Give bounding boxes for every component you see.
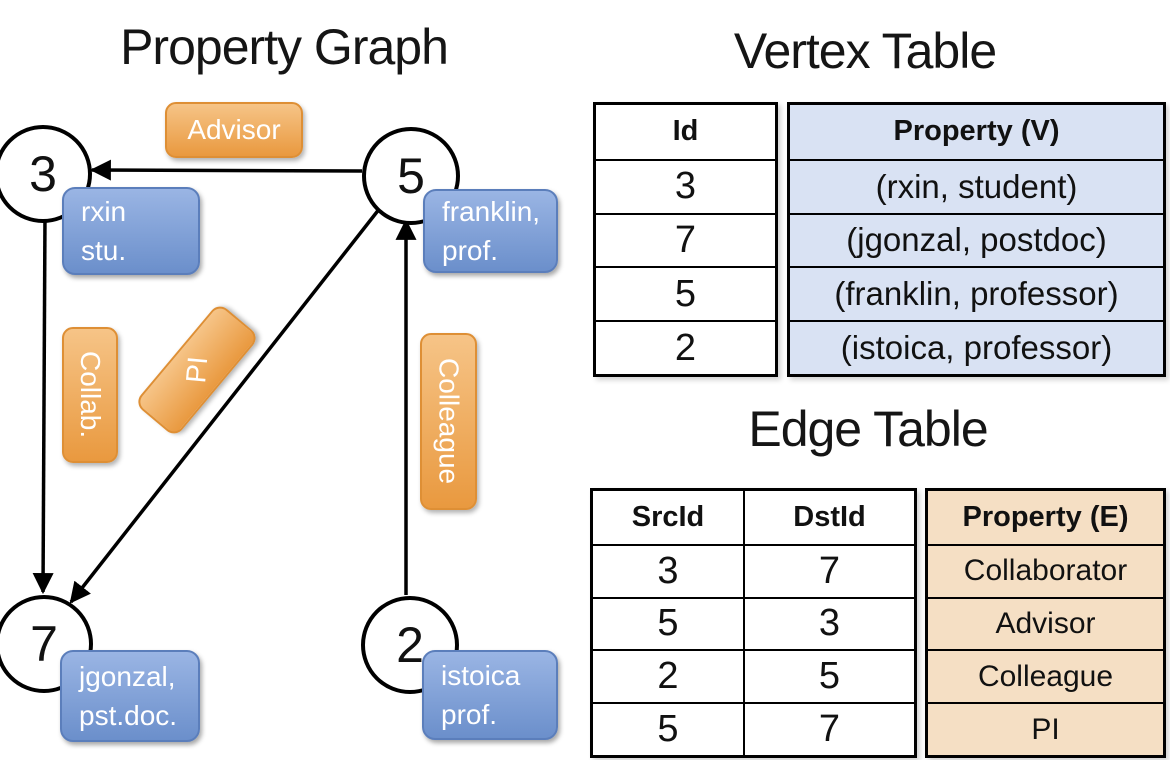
vertex-property-line: jgonzal, xyxy=(79,660,176,692)
edge-table-cell: 3 xyxy=(593,543,743,597)
edge-table-property-column: Property (E) Collaborator Advisor Collea… xyxy=(925,488,1166,758)
edge-table-cell: 3 xyxy=(743,596,914,650)
edge-table-cell: 7 xyxy=(743,543,914,597)
edge-table-cell: PI xyxy=(928,702,1163,755)
vertex-id-label: 7 xyxy=(30,616,58,672)
vertex-property-box-rxin: rxin stu. xyxy=(62,187,200,275)
vertex-property-line: rxin xyxy=(81,195,127,227)
edge-table-cell: Advisor xyxy=(928,596,1163,650)
vertex-property-box-istoica: istoica prof. xyxy=(422,650,558,740)
edge-table-cell: 7 xyxy=(743,702,914,755)
edge-table-header-dstid: DstId xyxy=(743,491,914,544)
edge-table-header-srcid: SrcId xyxy=(631,500,705,533)
vertex-table-cell: (jgonzal, postdoc) xyxy=(790,212,1163,267)
vertex-table-cell: 7 xyxy=(596,212,775,267)
edge-table-cell: 5 xyxy=(593,596,743,650)
edge-table-cell: 5 xyxy=(743,649,914,703)
vertex-table-cell: (rxin, student) xyxy=(790,158,1163,213)
vertex-table-property-column: Property (V) (rxin, student) (jgonzal, p… xyxy=(787,102,1166,377)
edge-label-text: PI xyxy=(179,355,214,385)
vertex-property-line: pst.doc. xyxy=(79,700,178,731)
property-graph-title: Property Graph xyxy=(120,19,449,75)
edge-table-cell: 2 xyxy=(593,649,743,702)
edge-5-to-7 xyxy=(69,206,382,604)
edge-table-id-columns: SrcId DstId 3 7 5 3 2 5 5 7 xyxy=(590,488,917,758)
vertex-table-header-property: Property (V) xyxy=(893,115,1060,148)
vertex-table-cell: 5 xyxy=(596,266,775,320)
vertex-property-line: prof. xyxy=(441,699,498,730)
edge-5-to-3 xyxy=(89,159,363,181)
edge-table-title: Edge Table xyxy=(748,401,988,457)
vertex-property-box-jgonzal: jgonzal, pst.doc. xyxy=(60,650,200,742)
edge-label-collab: Collab. xyxy=(62,327,118,463)
edge-table-cell: Colleague xyxy=(928,649,1163,702)
vertex-table-cell: (franklin, professor) xyxy=(790,266,1163,320)
graph-edges-layer xyxy=(32,159,417,604)
vertex-table-cell: (istoica, professor) xyxy=(790,320,1163,374)
vertex-property-box-franklin: franklin, prof. xyxy=(423,189,558,273)
edge-label-advisor: Advisor xyxy=(165,102,303,158)
vertex-id-label: 3 xyxy=(29,146,57,202)
vertex-property-line: franklin, xyxy=(442,195,541,227)
vertex-table-title: Vertex Table xyxy=(733,23,997,79)
edge-table-cell: Collaborator xyxy=(928,543,1163,597)
vertex-table-cell: 2 xyxy=(596,320,775,374)
vertex-property-line: stu. xyxy=(81,235,127,266)
vertex-id-label: 2 xyxy=(396,617,424,673)
edge-label-text: Collab. xyxy=(75,351,106,439)
edge-label-text: Advisor xyxy=(187,114,281,145)
edge-table-header-property: Property (E) xyxy=(962,500,1129,533)
vertex-table-header-id: Id xyxy=(672,115,699,148)
edge-label-colleague: Colleague xyxy=(420,333,477,510)
vertex-id-label: 5 xyxy=(397,148,425,204)
vertex-table-cell: 3 xyxy=(596,158,775,213)
vertex-property-line: istoica xyxy=(441,659,521,691)
edge-table-cell: 5 xyxy=(593,702,743,755)
edge-3-to-7 xyxy=(32,214,54,595)
vertex-table-id-column: Id 3 7 5 2 xyxy=(593,102,778,377)
edge-label-text: Colleague xyxy=(433,358,465,485)
vertex-property-line: prof. xyxy=(442,235,499,266)
